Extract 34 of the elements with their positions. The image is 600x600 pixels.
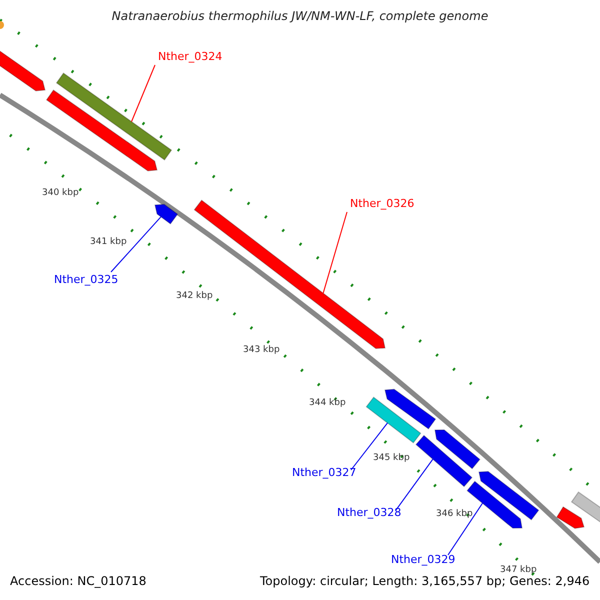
footer-text: Topology: circular; Length: 3,165,557 bp; Genes: 2,946 [260, 575, 590, 588]
position-tick-label: 346 kbp [436, 508, 473, 521]
footer-text: Accession: NC_010718 [10, 575, 146, 588]
position-tick-label: 342 kbp [176, 290, 213, 303]
gene-label: Nther_0327 [292, 466, 356, 479]
gene-segment [415, 434, 473, 488]
gene-label: Nther_0326 [350, 197, 414, 210]
title: Natranaerobius thermophilus JW/NM-WN-LF, complete genome [110, 10, 490, 23]
position-tick-label: 341 kbp [90, 236, 127, 249]
gene-segment [384, 388, 436, 430]
gene-segment [434, 429, 481, 470]
position-tick-label: 345 kbp [373, 452, 410, 465]
position-tick-label: 344 kbp [309, 397, 346, 410]
gene-segment [366, 396, 422, 444]
gene-label: Nther_0324 [158, 50, 222, 63]
position-tick-label: 343 kbp [243, 344, 280, 357]
gene-segment [46, 89, 158, 172]
leader-line [350, 422, 388, 470]
gene-segment [570, 491, 600, 524]
gene-segment [556, 506, 585, 529]
position-tick-label: 340 kbp [42, 187, 79, 200]
gene-label: Nther_0329 [391, 553, 456, 566]
leader-line [131, 64, 156, 122]
leader-line [322, 212, 348, 294]
leader-line [448, 502, 483, 556]
position-tick-label: 347 kbp [500, 564, 537, 576]
gene-label: Nther_0325 [54, 273, 118, 286]
gene-label: Nther_0328 [337, 506, 402, 519]
gene-segment [154, 204, 178, 225]
leader-line [396, 458, 434, 510]
gene-segment [56, 72, 172, 161]
leader-line [110, 216, 162, 272]
gene-segment [478, 471, 540, 520]
gene-segment [0, 49, 46, 92]
